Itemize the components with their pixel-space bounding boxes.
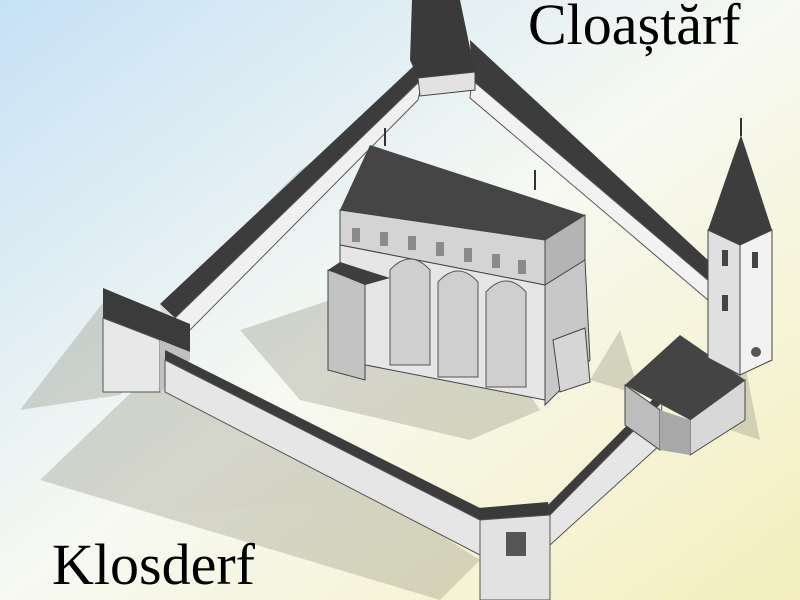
german-place-name: Klosderf xyxy=(52,532,255,597)
bell-tower xyxy=(707,118,773,376)
church xyxy=(327,128,591,407)
romanian-place-name: Cloaștărf xyxy=(528,0,741,57)
annex-building xyxy=(624,335,746,456)
south-gate-tower xyxy=(478,502,551,600)
north-gate-tower xyxy=(410,0,476,97)
